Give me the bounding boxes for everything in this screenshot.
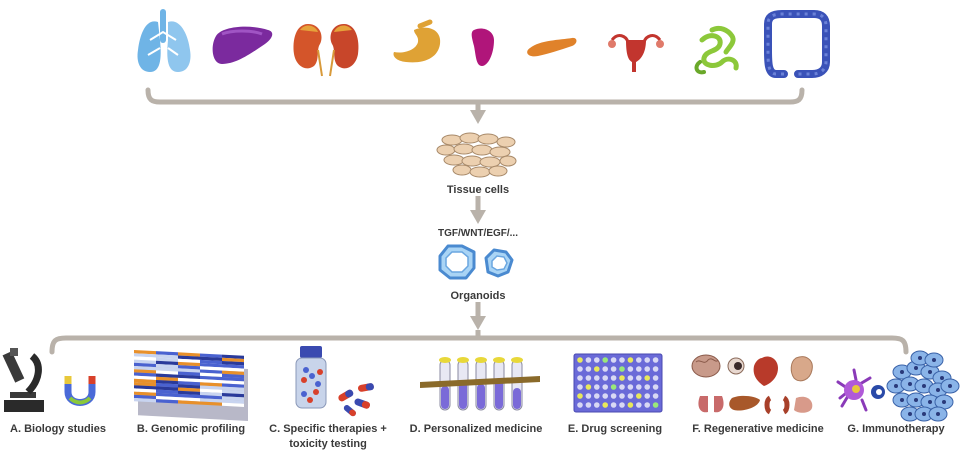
microscope-icon [2,348,44,412]
pancreas-icon [527,37,577,57]
arrow-tissue-to-factors [470,196,486,224]
growth-factors-label: TGF/WNT/EGF/... [438,228,518,239]
immune-cell-icon [836,368,872,412]
spleen-icon [471,28,494,66]
tumor-cells-icon [886,350,960,422]
organoids-icon [438,244,514,280]
tissue-cells-label: Tissue cells [446,184,510,196]
top-bracket-connector [145,87,805,124]
colon-icon [764,10,830,78]
application-d-label: D. Personalized medicine [409,423,543,435]
application-f-label: F. Regenerative medicine [692,423,824,435]
bottom-bracket-connector [49,330,909,355]
liver-icon [212,26,273,64]
heatmap-icon [134,350,248,421]
pill-bottle-icon [295,346,327,409]
tissue-cells-icon [436,132,517,178]
application-c-label-line2: toxicity testing [289,438,367,450]
well-plate-icon [573,353,663,413]
stomach-icon [393,19,441,63]
arrow-organoids-to-applications [470,302,486,330]
dna-magnet-icon [64,376,96,406]
application-a-label: A. Biology studies [10,423,106,435]
application-c-label: C. Specific therapies + [269,423,387,435]
application-b-label: B. Genomic profiling [136,423,246,435]
small-intestine-icon [694,25,739,75]
test-tubes-icon [420,357,540,411]
organoids-label: Organoids [450,290,506,302]
organs-grid-icon [691,354,813,415]
pills-icon [338,383,374,417]
uterus-icon [608,34,664,72]
effector-cell-icon [871,385,885,399]
lung-icon [137,9,191,72]
application-e-label: E. Drug screening [567,423,663,435]
application-g-label: G. Immunotherapy [847,423,945,435]
kidney-icon [293,24,359,77]
